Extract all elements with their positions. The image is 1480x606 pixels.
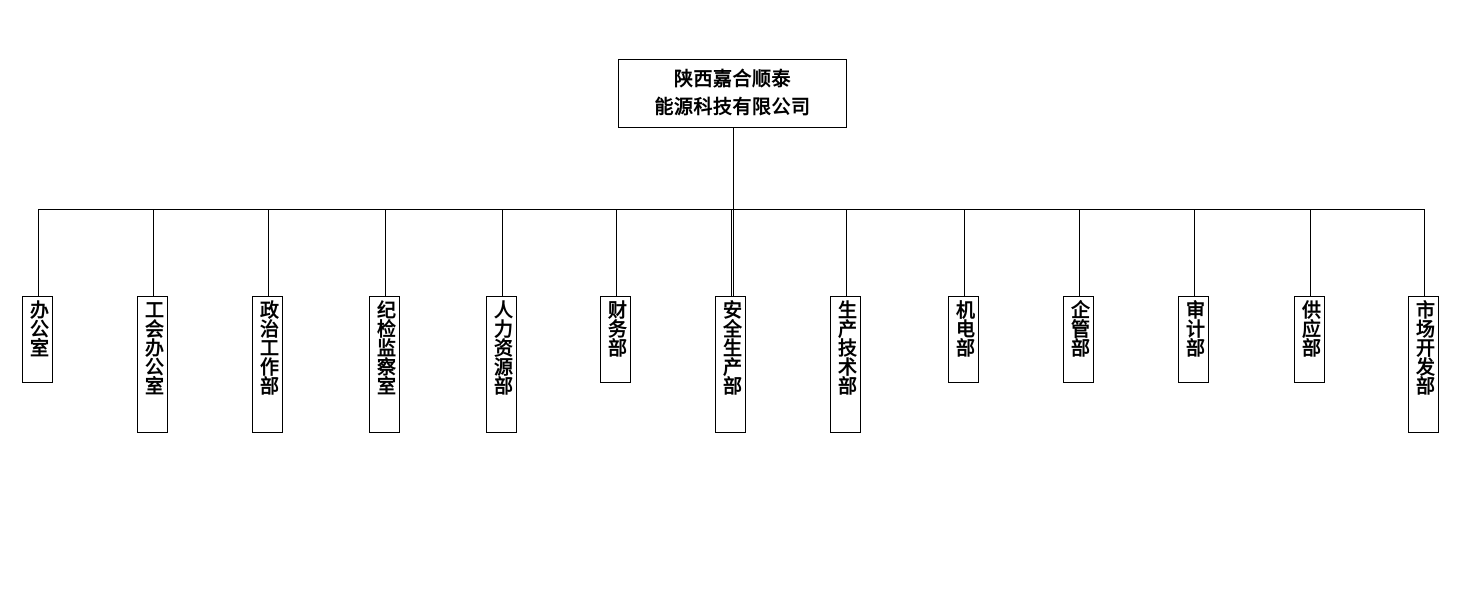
dept-node-1[interactable]: 办公室 bbox=[22, 296, 53, 383]
dept-node-2[interactable]: 工会办公室 bbox=[137, 296, 168, 433]
connector-line-dept-4 bbox=[385, 209, 386, 296]
root-node-line-2: 能源科技有限公司 bbox=[654, 95, 811, 118]
connector-line-dept-12 bbox=[1310, 209, 1311, 296]
dept-label-3: 政治工作部 bbox=[256, 300, 279, 395]
dept-label-7: 安全生产部 bbox=[719, 300, 742, 395]
connector-line-dept-8 bbox=[846, 209, 847, 296]
connector-line-dept-2 bbox=[153, 209, 154, 296]
connector-line-dept-13 bbox=[1424, 209, 1425, 296]
dept-node-6[interactable]: 财务部 bbox=[600, 296, 631, 383]
dept-label-1: 办公室 bbox=[26, 300, 49, 357]
dept-label-8: 生产技术部 bbox=[834, 300, 857, 395]
connector-line-dept-6 bbox=[616, 209, 617, 296]
dept-label-13: 市场开发部 bbox=[1412, 300, 1435, 395]
dept-node-11[interactable]: 审计部 bbox=[1178, 296, 1209, 383]
dept-label-5: 人力资源部 bbox=[490, 300, 513, 395]
connector-line-dept-7 bbox=[731, 209, 732, 296]
connector-line-dept-10 bbox=[1079, 209, 1080, 296]
root-node-company[interactable]: 陕西嘉合顺泰 能源科技有限公司 bbox=[618, 59, 847, 128]
dept-node-8[interactable]: 生产技术部 bbox=[830, 296, 861, 433]
dept-label-12: 供应部 bbox=[1298, 300, 1321, 357]
connector-line-dept-5 bbox=[502, 209, 503, 296]
dept-node-13[interactable]: 市场开发部 bbox=[1408, 296, 1439, 433]
dept-label-6: 财务部 bbox=[604, 300, 627, 357]
root-node-line-1: 陕西嘉合顺泰 bbox=[673, 67, 791, 90]
dept-node-4[interactable]: 纪检监察室 bbox=[369, 296, 400, 433]
dept-node-5[interactable]: 人力资源部 bbox=[486, 296, 517, 433]
dept-label-9: 机电部 bbox=[952, 300, 975, 357]
dept-label-4: 纪检监察室 bbox=[373, 300, 396, 395]
root-stem-line bbox=[733, 128, 734, 296]
connector-line-dept-1 bbox=[38, 209, 39, 296]
dept-node-12[interactable]: 供应部 bbox=[1294, 296, 1325, 383]
dept-label-2: 工会办公室 bbox=[141, 300, 164, 395]
dept-node-3[interactable]: 政治工作部 bbox=[252, 296, 283, 433]
connector-line-dept-3 bbox=[268, 209, 269, 296]
connector-line-dept-11 bbox=[1194, 209, 1195, 296]
dept-node-10[interactable]: 企管部 bbox=[1063, 296, 1094, 383]
dept-node-9[interactable]: 机电部 bbox=[948, 296, 979, 383]
dept-label-10: 企管部 bbox=[1067, 300, 1090, 357]
dept-label-11: 审计部 bbox=[1182, 300, 1205, 357]
connector-line-dept-9 bbox=[964, 209, 965, 296]
dept-node-7[interactable]: 安全生产部 bbox=[715, 296, 746, 433]
